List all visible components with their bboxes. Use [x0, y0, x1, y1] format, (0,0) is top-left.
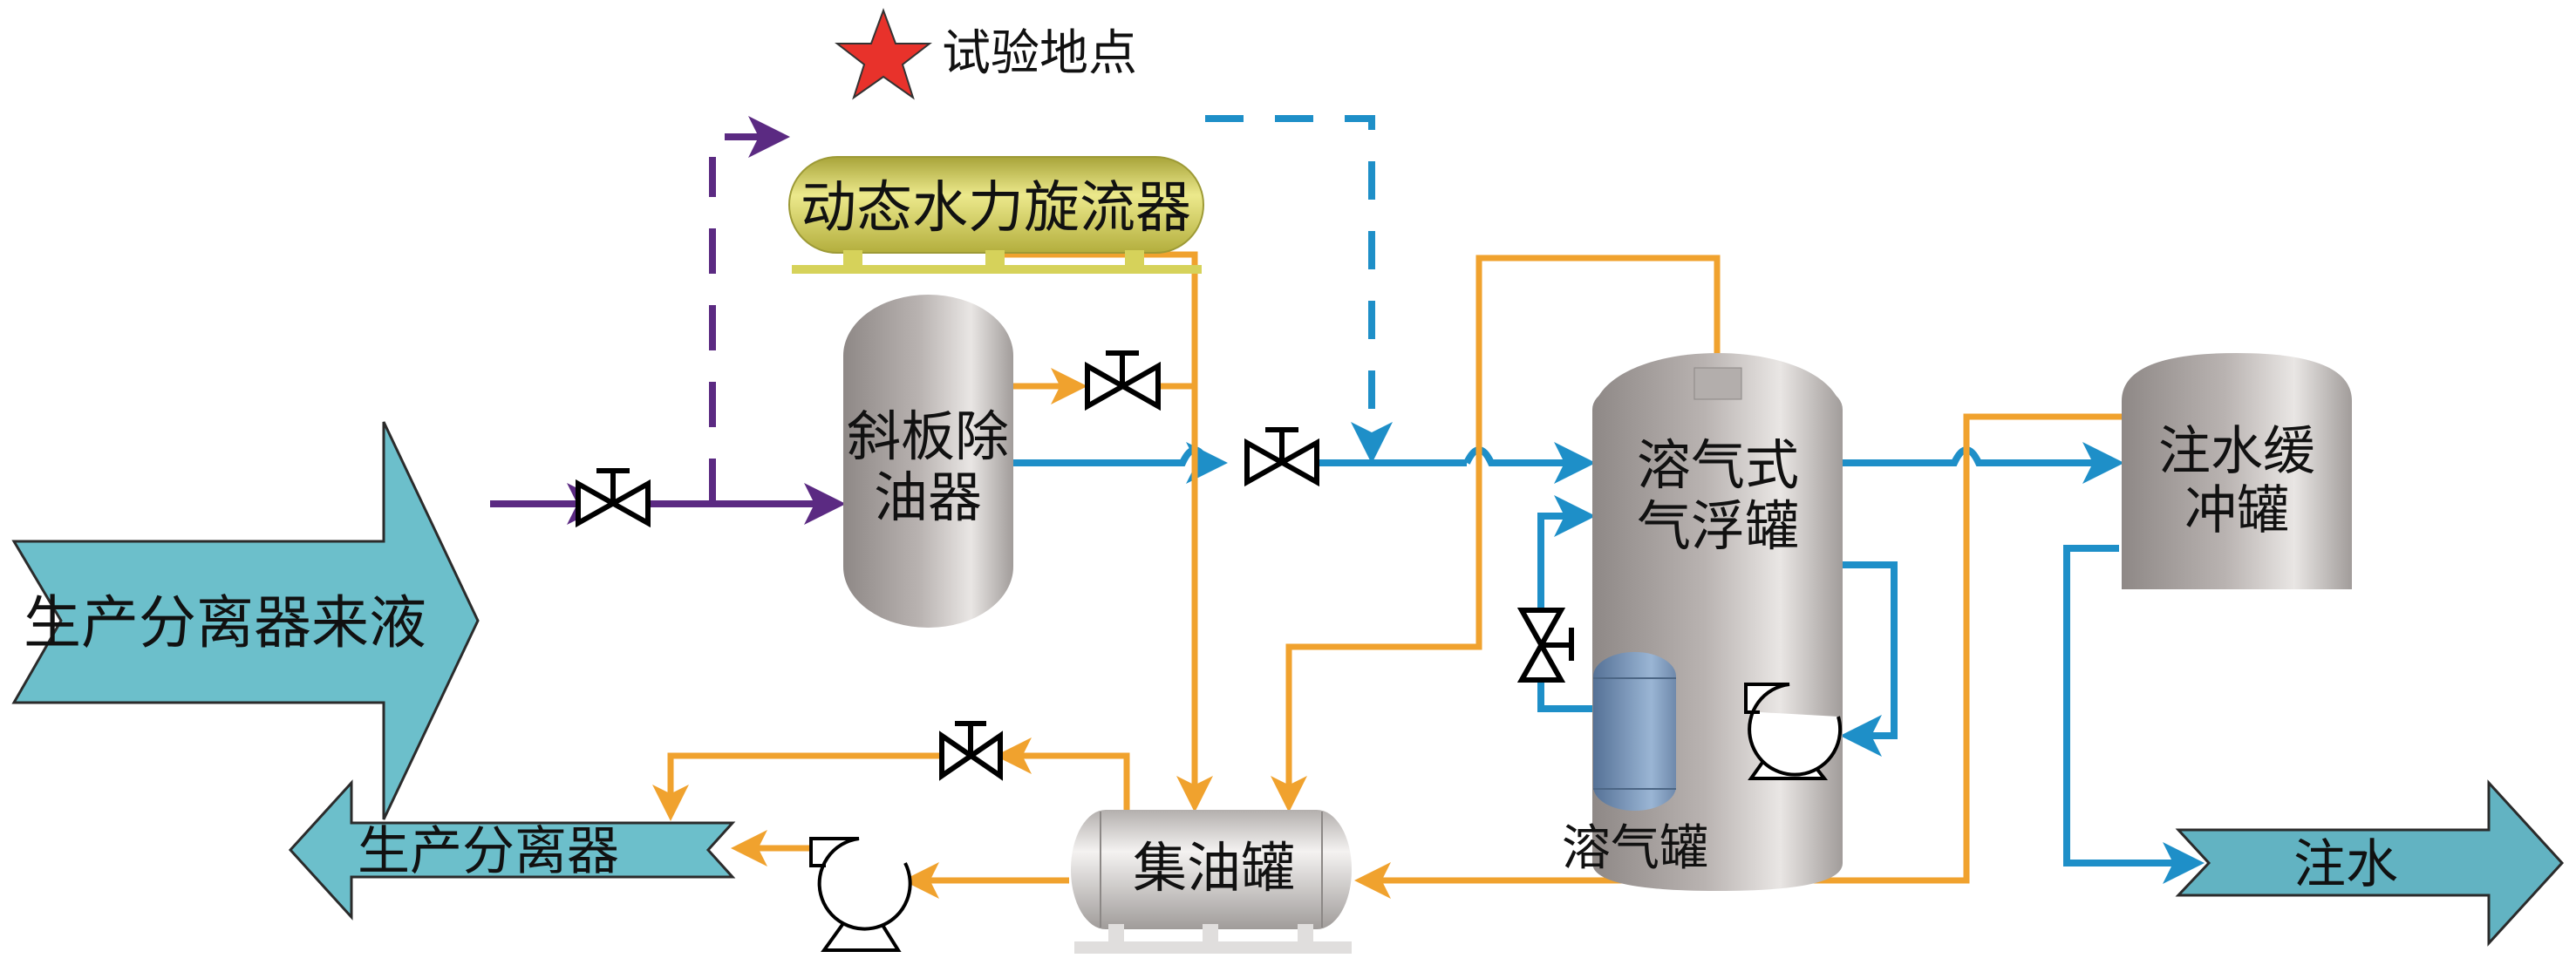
- air-valve[interactable]: [1516, 608, 1574, 683]
- skimmer-label-line2: 油器: [874, 466, 982, 529]
- skimmer-label-line1: 斜板除: [847, 404, 1009, 468]
- air-return-to-daf: [1537, 495, 1596, 610]
- dynamic-hydrocyclone[interactable]: 动态水力旋流器: [788, 156, 1204, 274]
- cyclone-water-dashed: [1205, 115, 1375, 449]
- air-tank-label: 溶气罐: [1562, 820, 1708, 877]
- test-site-legend: 试验地点: [835, 8, 1137, 100]
- water-main-valve[interactable]: [1244, 427, 1319, 487]
- inflow-pipes: [490, 116, 846, 525]
- daf-to-buffer: [1843, 442, 2124, 484]
- inlet-valve[interactable]: [576, 468, 651, 528]
- legend-label: 试验地点: [942, 25, 1137, 82]
- inclined-plate-skimmer[interactable]: 斜板除 油器: [843, 295, 1013, 628]
- oil-return-arrow: 生产分离器: [288, 779, 736, 921]
- dissolved-air-tank[interactable]: 溶气罐: [1562, 652, 1708, 877]
- oil-pump[interactable]: [809, 837, 912, 952]
- buffer-to-injection: [2063, 545, 2205, 884]
- skimmer-oil-valve[interactable]: [1085, 350, 1161, 411]
- daf-label-line2: 气浮罐: [1637, 494, 1799, 558]
- oil-collection-tank[interactable]: 集油罐: [1071, 810, 1352, 954]
- buffer-label-line2: 冲罐: [2184, 480, 2289, 541]
- skimmer-water-out: [1013, 442, 1228, 484]
- daf-window: [1693, 367, 1742, 400]
- injection-label: 注水: [2293, 834, 2398, 895]
- buffer-label-line1: 注水缓: [2158, 421, 2315, 482]
- oil-tank-label: 集油罐: [1133, 836, 1295, 900]
- cyclone-label: 动态水力旋流器: [801, 176, 1191, 241]
- recycle-valve[interactable]: [939, 721, 1003, 781]
- recycle-after-valve: [652, 752, 940, 821]
- inlet-label: 生产分离器来液: [24, 589, 426, 656]
- oil-tank-recycle: [995, 737, 1130, 815]
- inlet-arrow: 生产分离器来液: [11, 421, 480, 820]
- star-icon: [835, 8, 932, 100]
- cyclone-oil-out: [998, 187, 1213, 812]
- recycle-pump[interactable]: [1744, 683, 1843, 780]
- daf-recycle-out: [1840, 561, 1898, 757]
- injection-buffer-tank[interactable]: 注水缓 冲罐: [2122, 353, 2352, 589]
- daf-oil-out: [1271, 255, 1721, 812]
- air-tank-to-valve: [1537, 682, 1593, 712]
- daf-label-line1: 溶气式: [1637, 433, 1799, 497]
- oil-return-label: 生产分离器: [358, 821, 619, 882]
- water-to-daf-2: [1463, 442, 1596, 484]
- injection-arrow: 注水: [2175, 779, 2565, 947]
